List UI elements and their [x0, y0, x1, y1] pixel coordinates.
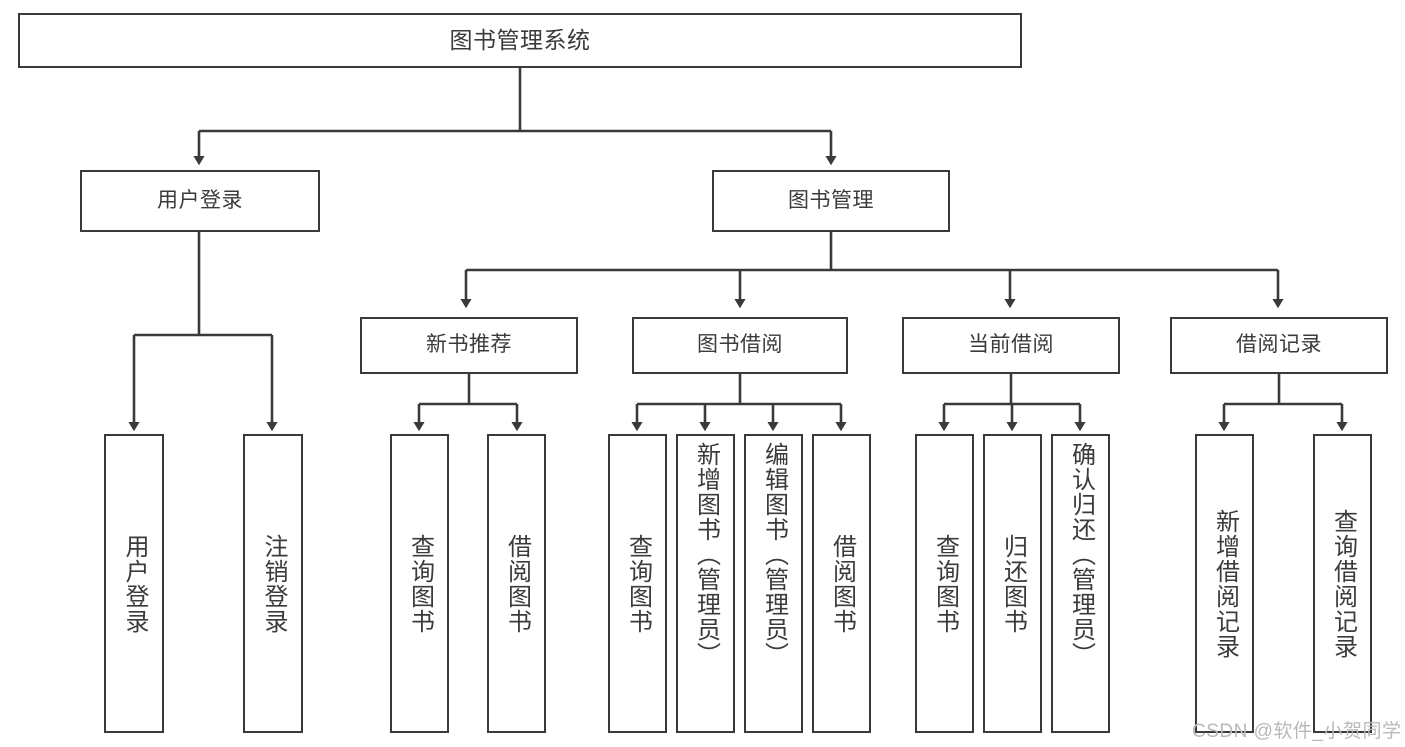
node-leaf-borrow-book-2[interactable]: 借阅图书 [812, 434, 871, 733]
node-new-book-recommend[interactable]: 新书推荐 [360, 317, 578, 374]
node-user-login[interactable]: 用户登录 [80, 170, 320, 232]
node-current-borrow-label: 当前借阅 [968, 333, 1054, 357]
node-leaf-confirm-return[interactable]: 确认归还（管理员） [1051, 434, 1110, 733]
node-leaf-edit-book[interactable]: 编辑图书（管理员） [744, 434, 803, 733]
node-book-borrow[interactable]: 图书借阅 [632, 317, 848, 374]
node-book-borrow-label: 图书借阅 [697, 333, 783, 357]
node-leaf-add-book-label: 新增图书（管理员） [692, 442, 720, 667]
node-leaf-edit-book-label: 编辑图书（管理员） [760, 442, 788, 667]
node-leaf-query-book-3-label: 查询图书 [931, 533, 959, 634]
node-leaf-borrow-book-1[interactable]: 借阅图书 [487, 434, 546, 733]
node-leaf-return-book[interactable]: 归还图书 [983, 434, 1042, 733]
node-leaf-add-record-label: 新增借阅记录 [1211, 508, 1239, 659]
node-leaf-add-record[interactable]: 新增借阅记录 [1195, 434, 1254, 733]
node-leaf-query-record[interactable]: 查询借阅记录 [1313, 434, 1372, 733]
node-leaf-add-book[interactable]: 新增图书（管理员） [676, 434, 735, 733]
node-leaf-borrow-book-2-label: 借阅图书 [828, 533, 856, 634]
node-leaf-user-login-label: 用户登录 [121, 533, 148, 634]
node-leaf-confirm-return-label: 确认归还（管理员） [1067, 442, 1095, 667]
node-leaf-query-record-label: 查询借阅记录 [1329, 508, 1357, 659]
node-leaf-query-book-1[interactable]: 查询图书 [390, 434, 449, 733]
node-leaf-query-book-2[interactable]: 查询图书 [608, 434, 667, 733]
node-root[interactable]: 图书管理系统 [18, 13, 1022, 68]
node-leaf-query-book-2-label: 查询图书 [624, 533, 652, 634]
node-user-login-label: 用户登录 [157, 188, 243, 212]
node-leaf-query-book-1-label: 查询图书 [406, 533, 434, 634]
node-leaf-borrow-book-1-label: 借阅图书 [503, 533, 531, 634]
node-book-manage-label: 图书管理 [788, 188, 874, 212]
watermark: CSDN @软件_小贺同学 [1192, 721, 1402, 742]
node-root-label: 图书管理系统 [449, 27, 591, 54]
node-leaf-user-logout[interactable]: 注销登录 [243, 434, 303, 733]
node-leaf-return-book-label: 归还图书 [999, 533, 1027, 634]
node-book-manage[interactable]: 图书管理 [712, 170, 950, 232]
node-current-borrow[interactable]: 当前借阅 [902, 317, 1120, 374]
node-borrow-record-label: 借阅记录 [1236, 333, 1322, 357]
node-leaf-query-book-3[interactable]: 查询图书 [915, 434, 974, 733]
node-leaf-user-logout-label: 注销登录 [260, 533, 287, 634]
node-borrow-record[interactable]: 借阅记录 [1170, 317, 1388, 374]
node-leaf-user-login[interactable]: 用户登录 [104, 434, 164, 733]
node-new-book-recommend-label: 新书推荐 [426, 333, 512, 357]
